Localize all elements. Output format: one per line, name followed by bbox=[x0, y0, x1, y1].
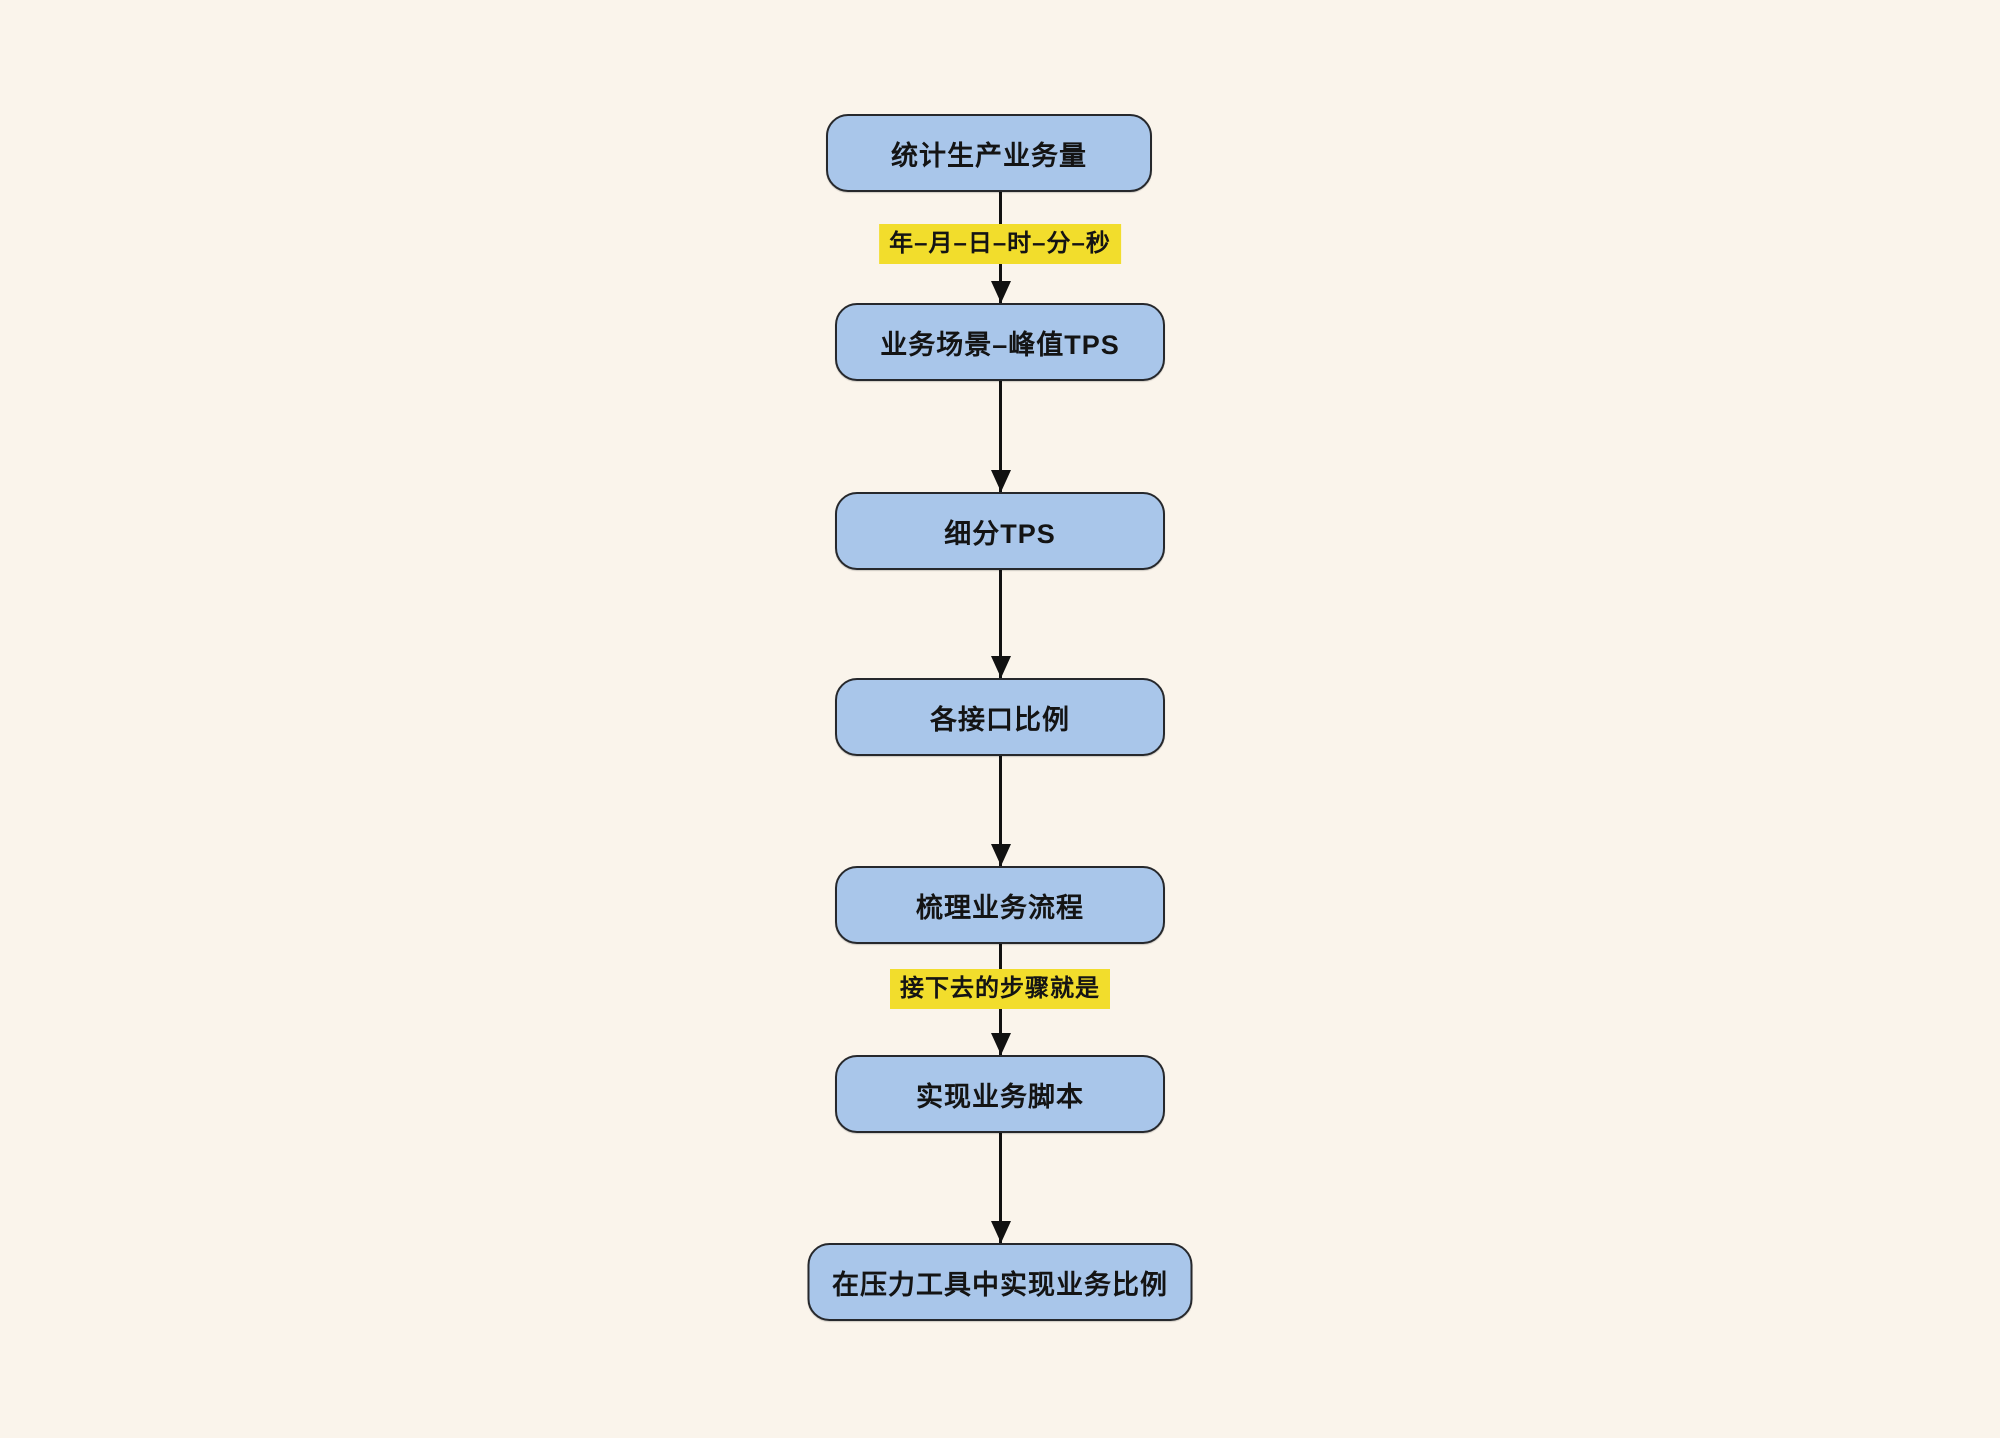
flow-node-label: 细分TPS bbox=[944, 518, 1056, 549]
arrowhead-down-icon bbox=[990, 656, 1011, 678]
flow-node-scenario-peak-tps: 业务场景–峰值TPS bbox=[835, 303, 1165, 381]
connector-arrow-3 bbox=[990, 570, 1011, 678]
flow-node-implement-business-script: 实现业务脚本 bbox=[835, 1055, 1165, 1133]
flow-node-sort-business-process: 梳理业务流程 bbox=[835, 866, 1165, 944]
connector-arrow-4 bbox=[990, 756, 1011, 866]
arrowhead-down-icon bbox=[990, 1221, 1011, 1243]
flow-node-label: 业务场景–峰值TPS bbox=[880, 329, 1120, 360]
connector-arrow-6 bbox=[990, 1133, 1011, 1243]
connector-arrow-2 bbox=[990, 381, 1011, 492]
arrowhead-down-icon bbox=[990, 281, 1011, 303]
edge-label-next-step: 接下去的步骤就是 bbox=[890, 969, 1110, 1009]
flow-node-statistics-production-volume: 统计生产业务量 bbox=[826, 114, 1152, 192]
flow-node-implement-ratio-in-stress-tool: 在压力工具中实现业务比例 bbox=[807, 1243, 1193, 1321]
flow-node-subdivide-tps: 细分TPS bbox=[835, 492, 1165, 570]
arrowhead-down-icon bbox=[990, 844, 1011, 866]
flow-node-label: 在压力工具中实现业务比例 bbox=[832, 1269, 1168, 1300]
flow-node-label: 实现业务脚本 bbox=[916, 1081, 1084, 1112]
flow-node-label: 梳理业务流程 bbox=[916, 892, 1084, 923]
arrowhead-down-icon bbox=[990, 1033, 1011, 1055]
flow-node-interface-ratio: 各接口比例 bbox=[835, 678, 1165, 756]
flow-node-label: 各接口比例 bbox=[930, 704, 1070, 735]
flow-node-label: 统计生产业务量 bbox=[891, 140, 1087, 171]
edge-label-date-granularity: 年–月–日–时–分–秒 bbox=[879, 224, 1121, 264]
arrowhead-down-icon bbox=[990, 470, 1011, 492]
